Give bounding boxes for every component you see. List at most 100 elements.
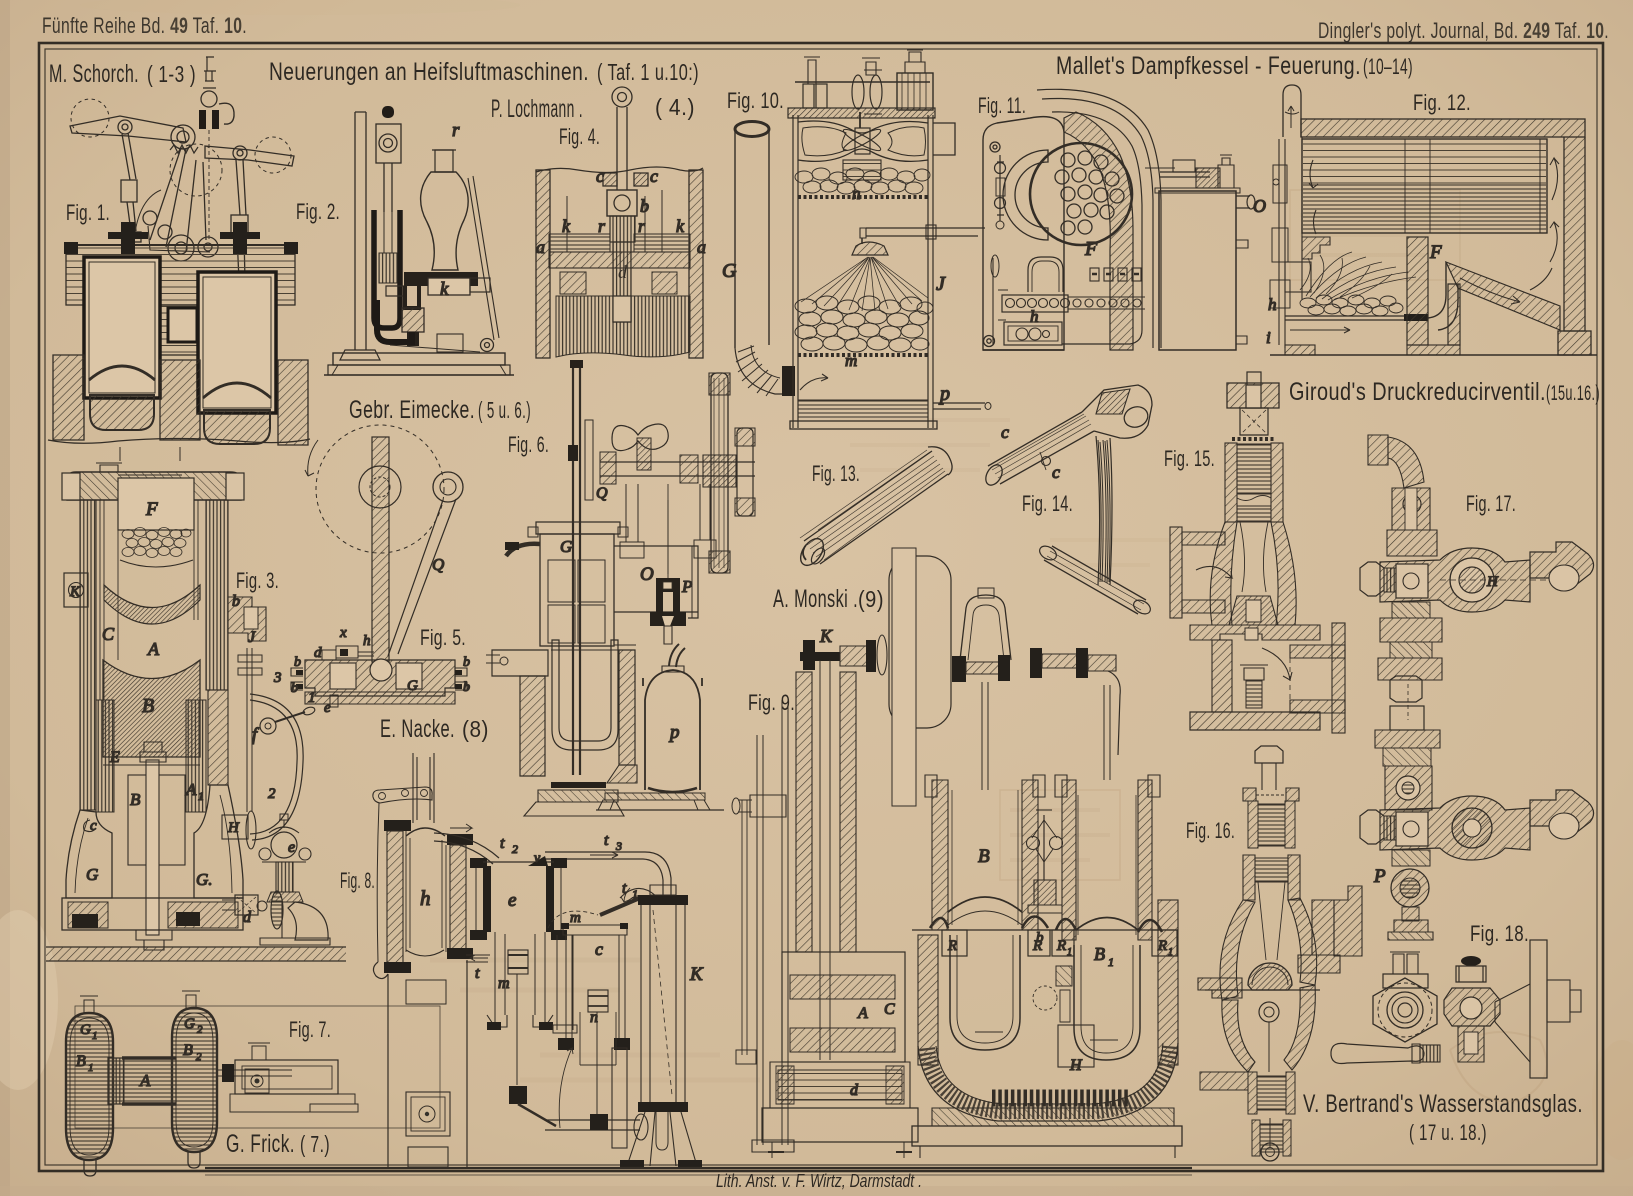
svg-text:Fig. 8.: Fig. 8. (340, 868, 375, 893)
svg-text:c: c (596, 166, 604, 186)
svg-text:Fig. 17.: Fig. 17. (1466, 491, 1516, 516)
svg-text:G: G (80, 1022, 91, 1038)
svg-text:f: f (252, 724, 260, 744)
svg-text:c: c (1001, 422, 1009, 442)
svg-text:F: F (145, 499, 158, 520)
svg-text:d: d (314, 645, 322, 661)
svg-text:(8): (8) (462, 716, 489, 742)
svg-text:G: G (722, 260, 737, 282)
svg-text:A. Monski .: A. Monski . (773, 585, 858, 613)
svg-text:Fig. 9.: Fig. 9. (748, 690, 795, 715)
svg-text:Dingler's polyt. Journal, Bd.: Dingler's polyt. Journal, Bd. 249 Taf. 1… (1318, 18, 1609, 43)
svg-text:n: n (590, 1009, 598, 1026)
svg-text:x: x (339, 625, 347, 641)
svg-text:(10–14): (10–14) (1363, 54, 1413, 79)
svg-text:2: 2 (197, 1024, 203, 1036)
svg-text:Fig. 10.: Fig. 10. (727, 88, 784, 113)
svg-text:Fünfte Reihe Bd. 49 Taf. 10.: Fünfte Reihe Bd. 49 Taf. 10. (42, 13, 247, 38)
svg-text:d: d (618, 262, 628, 282)
svg-text:n: n (852, 184, 861, 203)
svg-text:2: 2 (512, 842, 518, 856)
svg-text:r: r (452, 120, 460, 141)
svg-text:P: P (1373, 866, 1386, 887)
svg-text:B: B (1094, 944, 1105, 964)
svg-text:Mallet's Dampfkessel - Feuerun: Mallet's Dampfkessel - Feuerung. (1056, 52, 1361, 80)
svg-text:Fig. 15.: Fig. 15. (1164, 446, 1215, 471)
svg-text:1: 1 (632, 887, 638, 901)
svg-text:a: a (536, 237, 545, 257)
svg-text:B: B (76, 1053, 86, 1070)
svg-text:A: A (147, 639, 160, 659)
svg-text:B: B (978, 846, 990, 867)
svg-text:Q: Q (596, 485, 608, 502)
svg-text:t: t (622, 880, 627, 897)
svg-text:(9): (9) (858, 586, 884, 612)
svg-text:V. Bertrand's Wasserstandsglas: V. Bertrand's Wasserstandsglas. (1303, 1090, 1583, 1118)
svg-text:H: H (1486, 574, 1499, 590)
svg-text:E. Nacke.: E. Nacke. (380, 715, 455, 743)
svg-text:J: J (248, 629, 256, 646)
svg-text:c: c (650, 166, 658, 186)
svg-text:Fig. 3.: Fig. 3. (236, 568, 279, 593)
svg-text:t: t (475, 965, 480, 982)
svg-text:1: 1 (92, 1030, 98, 1042)
svg-text:K: K (819, 626, 833, 646)
svg-text:H: H (227, 820, 240, 836)
svg-text:J: J (936, 273, 946, 295)
svg-text:Fig. 13.: Fig. 13. (812, 461, 860, 486)
svg-text:e: e (288, 839, 295, 856)
svg-text:Giroud's Druckreducirventil.: Giroud's Druckreducirventil. (1289, 378, 1546, 406)
svg-text:m: m (845, 351, 857, 370)
svg-text:A: A (185, 780, 197, 799)
svg-text:A: A (857, 1005, 868, 1022)
svg-text:( 17 u. 18.): ( 17 u. 18.) (1409, 1120, 1487, 1145)
svg-text:c: c (595, 939, 603, 959)
svg-text:v: v (534, 851, 541, 866)
svg-text:b: b (1036, 930, 1044, 946)
svg-text:G: G (407, 678, 418, 694)
svg-text:G: G (86, 865, 98, 884)
svg-text:k: k (562, 216, 571, 236)
svg-text:Neuerungen an Heifsluftmaschin: Neuerungen an Heifsluftmaschinen. (269, 58, 589, 86)
svg-text:1: 1 (1067, 947, 1072, 958)
svg-text:p: p (938, 383, 950, 405)
svg-text:k: k (676, 216, 685, 236)
svg-text:C: C (884, 1001, 895, 1018)
svg-text:M. Schorch.: M. Schorch. (49, 60, 139, 88)
svg-text:P: P (681, 577, 692, 596)
svg-text:t: t (500, 835, 505, 852)
svg-text:3: 3 (273, 670, 282, 686)
svg-text:Fig. 1.: Fig. 1. (66, 200, 110, 225)
svg-text:R: R (947, 938, 957, 954)
svg-text:b: b (463, 680, 470, 695)
svg-text:b: b (232, 593, 240, 610)
svg-text:C: C (102, 624, 115, 644)
svg-text:h: h (1268, 295, 1277, 314)
svg-text:1: 1 (198, 789, 204, 803)
svg-text:b: b (294, 655, 301, 670)
svg-text:a: a (697, 237, 706, 257)
svg-text:F: F (1084, 238, 1098, 260)
svg-text:1: 1 (88, 1062, 94, 1074)
svg-text:B: B (130, 790, 141, 809)
svg-text:O: O (1253, 196, 1266, 216)
svg-text:Fig. 18.: Fig. 18. (1470, 921, 1529, 946)
svg-text:c: c (1052, 462, 1060, 482)
svg-text:H: H (1069, 1057, 1083, 1074)
svg-text:R: R (1032, 938, 1042, 954)
svg-text:d: d (850, 1082, 859, 1099)
svg-text:h: h (1030, 307, 1039, 326)
svg-text:G: G (184, 1016, 195, 1032)
svg-text:Fig. 11.: Fig. 11. (978, 93, 1026, 118)
svg-text:Fig. 16.: Fig. 16. (1186, 818, 1235, 843)
svg-text:h: h (420, 886, 431, 910)
svg-text:Gebr. Eimecke.: Gebr. Eimecke. (349, 396, 475, 424)
svg-text:i: i (1266, 328, 1271, 347)
svg-text:Fig. 5.: Fig. 5. (420, 625, 466, 650)
svg-text:( 5 u. 6.): ( 5 u. 6.) (478, 397, 531, 423)
svg-text:Fig. 4.: Fig. 4. (559, 124, 600, 149)
svg-text:Fig. 12.: Fig. 12. (1413, 90, 1471, 115)
svg-text:e: e (508, 890, 516, 911)
svg-text:r: r (638, 216, 646, 236)
svg-text:B: B (183, 1042, 193, 1059)
